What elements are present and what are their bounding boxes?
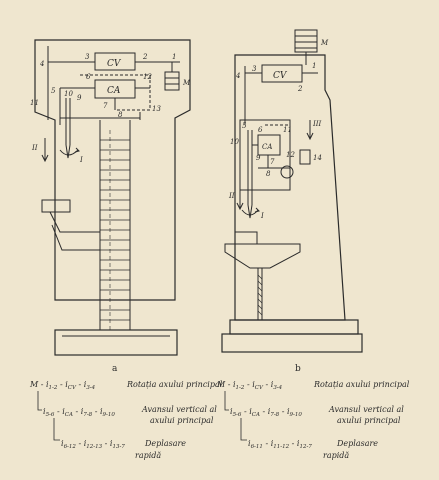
machine-a-num-4: 4 xyxy=(39,60,44,68)
eq-a-fast-desc2: rapidă xyxy=(135,451,161,460)
eq-b-feed: i5-6 - iCA - i7-8 - i9-10 xyxy=(230,407,302,418)
machine-b-motor-label: M xyxy=(320,39,329,47)
eq-b-fast: i6-11 - i11-12 - i12-7 xyxy=(248,439,312,450)
machine-b-num-1: 1 xyxy=(312,62,316,70)
machine-b-num-10: 10 xyxy=(230,138,239,146)
machine-b-head-outline xyxy=(234,54,346,321)
eq-b-main: M - i1-2 - iCV - i3-4 xyxy=(216,380,283,391)
machine-b-roman-i: I xyxy=(260,212,264,220)
eq-b-feed-desc2: axului principal xyxy=(337,416,401,425)
eq-a-feed-desc1: Avansul vertical al xyxy=(141,405,217,414)
machine-a-ca-label: CA xyxy=(107,86,121,96)
eq-a-fast: i6-12 - i12-13 - i13-7 xyxy=(61,439,125,450)
machine-a-cv-label: CV xyxy=(107,59,122,69)
machine-b-motor xyxy=(294,29,318,53)
machine-b-num-11: 11 xyxy=(283,126,292,134)
machine-a-num-9: 9 xyxy=(77,94,82,102)
machine-a-num-13: 13 xyxy=(152,105,161,113)
machine-b-num-4: 4 xyxy=(235,72,240,80)
machine-b-roman-iii: III xyxy=(312,120,322,128)
eq-a-feed-desc2: axului principal xyxy=(150,416,214,425)
machine-a-num-7: 7 xyxy=(103,102,108,110)
machine-a-labels: CV CA M 1 2 3 4 5 6 7 8 9 10 11 12 13 II… xyxy=(30,53,191,374)
machine-a xyxy=(34,39,191,356)
machine-b-num-9: 9 xyxy=(256,154,261,162)
machine-b-num-3: 3 xyxy=(252,65,257,73)
machine-a-roman-ii: II xyxy=(31,144,38,152)
machine-a-table xyxy=(41,199,71,213)
machine-a-head-outline xyxy=(34,39,191,301)
machine-a-roman-i: I xyxy=(79,156,83,164)
eq-a-feed: i5-6 - iCA - i7-8 - i9-10 xyxy=(43,407,115,418)
machine-a-num-6: 6 xyxy=(86,73,91,81)
machine-b-labels: CV CA M 1 2 3 4 5 6 7 8 9 10 11 12 14 II… xyxy=(228,39,329,374)
eq-a-main-desc: Rotația axului principal xyxy=(126,380,223,389)
equations-b: M - i1-2 - iCV - i3-4 Rotația axului pri… xyxy=(216,380,410,460)
machine-a-num-3: 3 xyxy=(85,53,90,61)
machine-b-num-8: 8 xyxy=(266,170,271,178)
machine-a-num-11: 11 xyxy=(30,99,39,107)
eq-a-fast-desc1: Deplasare xyxy=(144,439,186,448)
machine-b-ca-label: CA xyxy=(262,143,272,151)
eq-b-fast-desc1: Deplasare xyxy=(336,439,378,448)
machine-a-num-8: 8 xyxy=(118,111,123,119)
machine-b xyxy=(221,29,363,353)
machine-a-num-12: 12 xyxy=(143,73,152,81)
machine-b-num-7: 7 xyxy=(270,158,275,166)
machine-a-motor xyxy=(164,71,180,91)
machine-b-num-6: 6 xyxy=(258,126,263,134)
machine-b-num-12: 12 xyxy=(286,151,295,159)
machine-b-num-14: 14 xyxy=(313,154,322,162)
machine-b-num-2: 2 xyxy=(297,85,303,93)
machine-b-handwheel xyxy=(280,165,294,179)
machine-a-num-1: 1 xyxy=(172,53,176,61)
machine-b-num-5: 5 xyxy=(242,122,247,130)
eq-b-fast-desc2: rapidă xyxy=(323,451,349,460)
eq-a-main: M - i1-2 - iCV - i3-4 xyxy=(29,380,96,391)
machine-a-motor-label: M xyxy=(182,79,191,87)
machine-a-num-10: 10 xyxy=(64,90,73,98)
machine-a-base xyxy=(54,329,178,356)
machine-b-table xyxy=(234,231,258,245)
machine-b-caption: b xyxy=(295,364,301,374)
machine-b-roman-ii: II xyxy=(228,192,235,200)
eq-b-feed-desc1: Avansul vertical al xyxy=(328,405,404,414)
eq-b-main-desc: Rotația axului principal xyxy=(313,380,410,389)
machine-a-num-2: 2 xyxy=(142,53,148,61)
machine-b-cv-label: CV xyxy=(273,71,288,81)
machine-a-num-5: 5 xyxy=(51,87,56,95)
machine-b-base xyxy=(229,319,359,335)
machine-a-caption: a xyxy=(112,364,118,374)
equations-a: M - i1-2 - iCV - i3-4 Rotația axului pri… xyxy=(29,380,223,460)
